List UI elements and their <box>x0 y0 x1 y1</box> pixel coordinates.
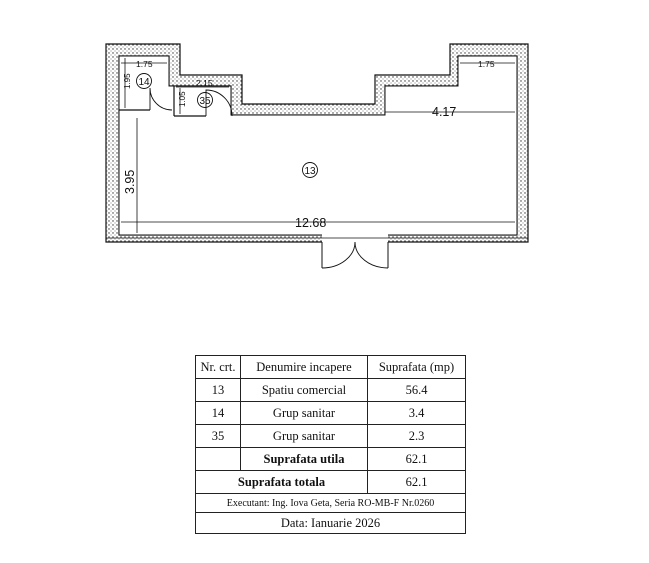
date-row: Data: Ianuarie 2026 <box>195 512 466 534</box>
room-marker-35 <box>197 92 213 108</box>
table-header-row: Nr. crt. Denumire incapere Suprafata (mp… <box>195 355 466 379</box>
row-name: Spatiu comercial <box>240 378 368 402</box>
table-row: 14 Grup sanitar 3.4 <box>195 401 466 425</box>
header-area: Suprafata (mp) <box>367 355 466 379</box>
dim-right-depth: 4.17 <box>432 105 456 119</box>
room35-door-icon <box>205 89 233 117</box>
room-number-14: 14 <box>138 77 150 88</box>
util-value: 62.1 <box>367 447 466 471</box>
entrance-opening <box>322 234 388 243</box>
header-name: Denumire incapere <box>240 355 368 379</box>
row-name: Grup sanitar <box>240 424 368 448</box>
row-area: 3.4 <box>367 401 466 425</box>
area-table: Nr. crt. Denumire incapere Suprafata (mp… <box>195 355 466 534</box>
util-label: Suprafata utila <box>240 447 368 471</box>
util-row: Suprafata utila 62.1 <box>195 447 466 471</box>
dim-top-right: 1.75 <box>478 59 495 69</box>
dim-main-width: 12.68 <box>295 216 326 230</box>
room-number-13: 13 <box>304 166 316 177</box>
dim-room35-height: 1.05 <box>178 91 187 107</box>
room-marker-13 <box>302 162 318 178</box>
dim-room14-height: 1.95 <box>123 73 132 89</box>
table-row: 13 Spatiu comercial 56.4 <box>195 378 466 402</box>
row-nr: 35 <box>195 424 241 448</box>
row-nr: 14 <box>195 401 241 425</box>
room-marker-14 <box>136 73 152 89</box>
dim-room35-width: 2.15 <box>196 78 213 88</box>
room-number-35: 35 <box>199 96 211 107</box>
total-row: Suprafata totala 62.1 <box>195 470 466 494</box>
header-nr: Nr. crt. <box>195 355 241 379</box>
executant-row: Executant: Ing. Iova Geta, Seria RO-MB-F… <box>195 493 466 513</box>
executant-text: Executant: Ing. Iova Geta, Seria RO-MB-F… <box>195 493 466 513</box>
row-area: 56.4 <box>367 378 466 402</box>
row-name: Grup sanitar <box>240 401 368 425</box>
entrance-door-right-icon <box>354 241 389 269</box>
date-text: Data: Ianuarie 2026 <box>195 512 466 534</box>
row-nr: 13 <box>195 378 241 402</box>
table-row: 35 Grup sanitar 2.3 <box>195 424 466 448</box>
row-area: 2.3 <box>367 424 466 448</box>
total-label: Suprafata totala <box>195 470 368 494</box>
main-room-outline <box>118 55 518 236</box>
total-value: 62.1 <box>367 470 466 494</box>
entrance-door-left-icon <box>321 241 356 269</box>
room14-door-icon <box>149 87 173 111</box>
dim-top-left: 1.75 <box>136 59 153 69</box>
dim-main-height: 3.95 <box>123 170 137 194</box>
